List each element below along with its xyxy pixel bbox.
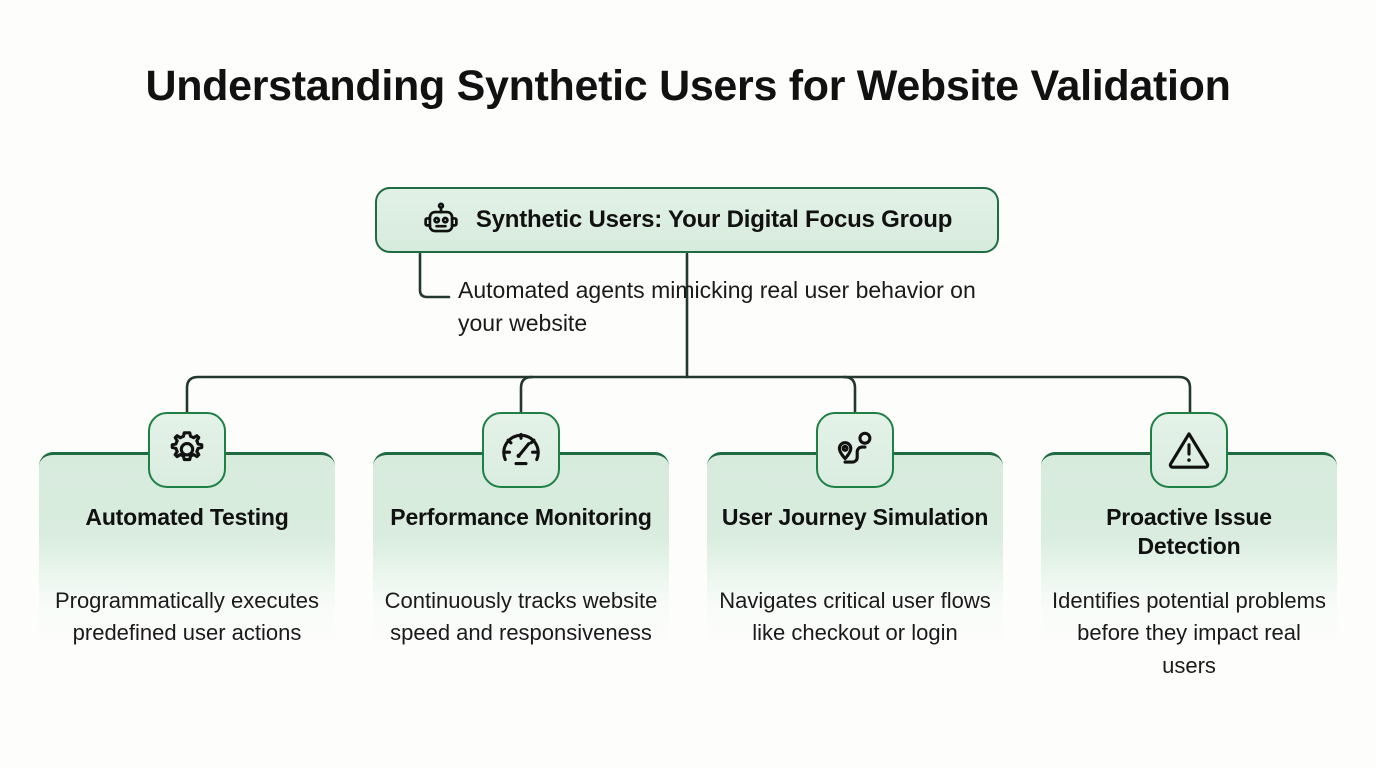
branch-icon-badge-proactive-issue-detection[interactable] bbox=[1150, 412, 1228, 488]
gear-icon bbox=[165, 428, 209, 472]
root-node-label: Synthetic Users: Your Digital Focus Grou… bbox=[475, 206, 953, 233]
branch-icon-badge-user-journey-simulation[interactable] bbox=[816, 412, 894, 488]
branch-card-title: Performance Monitoring bbox=[390, 504, 652, 530]
branch-bus-line bbox=[185, 375, 1192, 414]
branch-card-automated-testing[interactable]: Automated Testing Programmatically execu… bbox=[39, 452, 335, 678]
gauge-icon bbox=[499, 428, 543, 472]
branch-drop-2 bbox=[519, 375, 534, 414]
route-icon bbox=[833, 428, 877, 472]
warning-triangle-icon bbox=[1167, 428, 1211, 472]
branch-card-title: Automated Testing bbox=[85, 504, 289, 530]
root-description: Automated agents mimicking real user beh… bbox=[458, 277, 976, 336]
branch-card-description: Identifies potential problems before the… bbox=[1052, 588, 1326, 678]
branch-card-title: Proactive Issue Detection bbox=[1106, 504, 1272, 560]
branch-icon-badge-performance-monitoring[interactable] bbox=[482, 412, 560, 488]
branch-card-title: User Journey Simulation bbox=[721, 504, 989, 530]
branch-icon-badge-automated-testing[interactable] bbox=[148, 412, 226, 488]
root-description-elbow bbox=[418, 252, 451, 299]
branch-card-description: Programmatically executes predefined use… bbox=[54, 588, 320, 646]
branch-card-user-journey-simulation[interactable]: User Journey Simulation Navigates critic… bbox=[707, 452, 1003, 678]
root-node[interactable]: Synthetic Users: Your Digital Focus Grou… bbox=[375, 187, 999, 253]
branch-card-description: Navigates critical user flows like check… bbox=[719, 588, 991, 646]
branch-card-description: Continuously tracks website speed and re… bbox=[384, 588, 658, 646]
page-title: Understanding Synthetic Users for Websit… bbox=[145, 62, 1231, 110]
branch-card-proactive-issue-detection[interactable]: Proactive Issue Detection Identifies pot… bbox=[1041, 452, 1337, 678]
robot-icon bbox=[422, 201, 460, 239]
branch-drop-3 bbox=[842, 375, 857, 414]
